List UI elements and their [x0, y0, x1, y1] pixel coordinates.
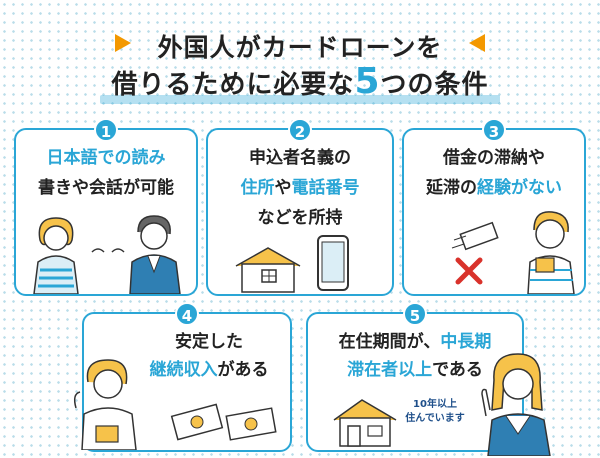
badge-3: 3: [482, 118, 506, 142]
condition-card-4: 4 安定した 継続収入がある: [73, 302, 294, 452]
resident-person-icon: [481, 353, 551, 456]
badge-2: 2: [288, 118, 312, 142]
conversation-people-icon: [33, 215, 181, 294]
speech-line1: 10年以上: [413, 399, 457, 410]
card-5-line2-post: である: [432, 360, 483, 380]
card-2-hl-address: 住所: [240, 178, 275, 198]
card-1-line1: 日本語での読み: [16, 144, 196, 172]
condition-card-2: 2 申込者名義の 住所や電話番号 などを所持: [206, 118, 394, 296]
flag-left-icon: [115, 34, 131, 52]
card-1-line2: 書きや会話が可能: [38, 178, 174, 198]
title-line2-post: つの条件: [380, 70, 489, 100]
card-2-line3: などを所持: [257, 208, 343, 228]
page-title-line1: 外国人がカードローンを: [157, 33, 443, 62]
card-2-line2: 住所や電話番号: [208, 174, 392, 202]
condition-card-3: 3 借金の滞納や 延滞の経験がない: [402, 118, 586, 296]
house-icon: [235, 247, 301, 293]
card-3-line2-hl: 経験がない: [477, 178, 562, 198]
condition-card-5: 5 在住期間が、中長期 滞在者以上である: [306, 302, 524, 452]
card-5-line1-hl: 中長期: [440, 332, 492, 352]
page-title-line2: 借りるために必要な5つの条件: [0, 64, 600, 101]
card-2-hl-phone: 電話番号: [291, 178, 360, 198]
speech-bubble: 10年以上 住んでいます: [400, 398, 470, 426]
speech-line2: 住んでいます: [405, 413, 465, 424]
card-5-line1-pre: 在住期間が、: [338, 332, 441, 352]
flag-right-icon: [469, 34, 485, 52]
card-2-line1: 申込者名義の: [249, 148, 351, 168]
card-4-line2-hl: 継続収入: [149, 360, 218, 380]
badge-1: 1: [94, 118, 118, 142]
title-number: 5: [354, 61, 381, 102]
card-3-line2: 延滞の経験がない: [404, 174, 584, 202]
card-5-line2-hl: 滞在者以上: [347, 360, 433, 380]
badge-5: 5: [403, 302, 427, 326]
worried-person-icon: [451, 211, 575, 294]
card-4-line1: 安定した: [175, 332, 243, 352]
card-5-line2: 滞在者以上である: [308, 356, 522, 384]
title-area: 外国人がカードローンを 借りるために必要な5つの条件: [0, 0, 600, 110]
condition-card-1: 1 日本語での読み 書きや会話が可能: [14, 118, 198, 296]
card-3-line2-pre: 延滞の: [426, 178, 477, 198]
card-3-line1: 借金の滞納や: [443, 148, 545, 168]
banknotes-icon: [170, 403, 277, 441]
title-line2-pre: 借りるために必要な: [111, 70, 355, 100]
badge-4: 4: [175, 302, 199, 326]
card-5-line1: 在住期間が、中長期: [308, 328, 522, 356]
salary-person-icon: [73, 359, 137, 450]
card-2-mid: や: [274, 178, 292, 198]
card-1-line1-text: 日本語での読み: [46, 148, 166, 168]
house-icon-2: [333, 399, 397, 447]
card-4-line2: 継続収入がある: [124, 356, 294, 384]
smartphone-icon: [317, 235, 349, 291]
card-4-line2-post: がある: [217, 360, 269, 380]
title-underline: [100, 95, 500, 104]
